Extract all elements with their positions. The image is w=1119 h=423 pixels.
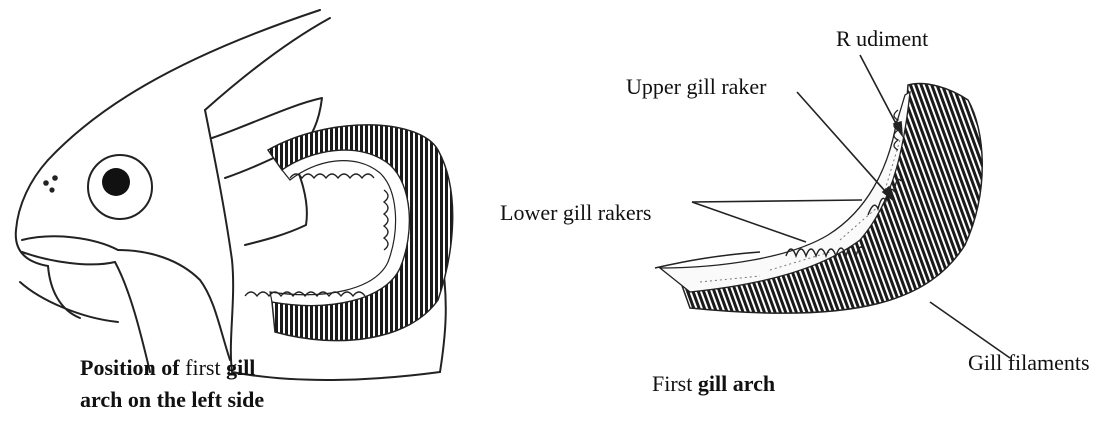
label-lower-gill-rakers: Lower gill rakers [500, 200, 652, 226]
isolated-gill-arch [655, 83, 982, 313]
left-caption-part-b: first [185, 355, 220, 380]
fish-gill-arch [245, 125, 453, 341]
right-caption-part-a: First [652, 371, 692, 396]
right-caption: First gill arch [652, 370, 775, 398]
left-caption-part-c: gill [226, 355, 255, 380]
label-gill-filaments: Gill filaments [968, 350, 1090, 376]
lower-raker-leader-1 [692, 202, 806, 242]
left-caption-line1: Position of first gill [80, 354, 255, 382]
left-caption-part-a: Position of [80, 355, 180, 380]
left-caption-line2-text: arch on the left side [80, 387, 264, 412]
label-upper-gill-raker: Upper gill raker [626, 74, 767, 100]
fish-eye [88, 155, 152, 219]
lower-raker-leader-2 [692, 200, 862, 202]
right-caption-part-b: gill arch [698, 371, 775, 396]
upper-raker-leader [797, 92, 893, 200]
label-rudiment: R udiment [836, 26, 928, 52]
left-caption-line2: arch on the left side [80, 386, 264, 414]
